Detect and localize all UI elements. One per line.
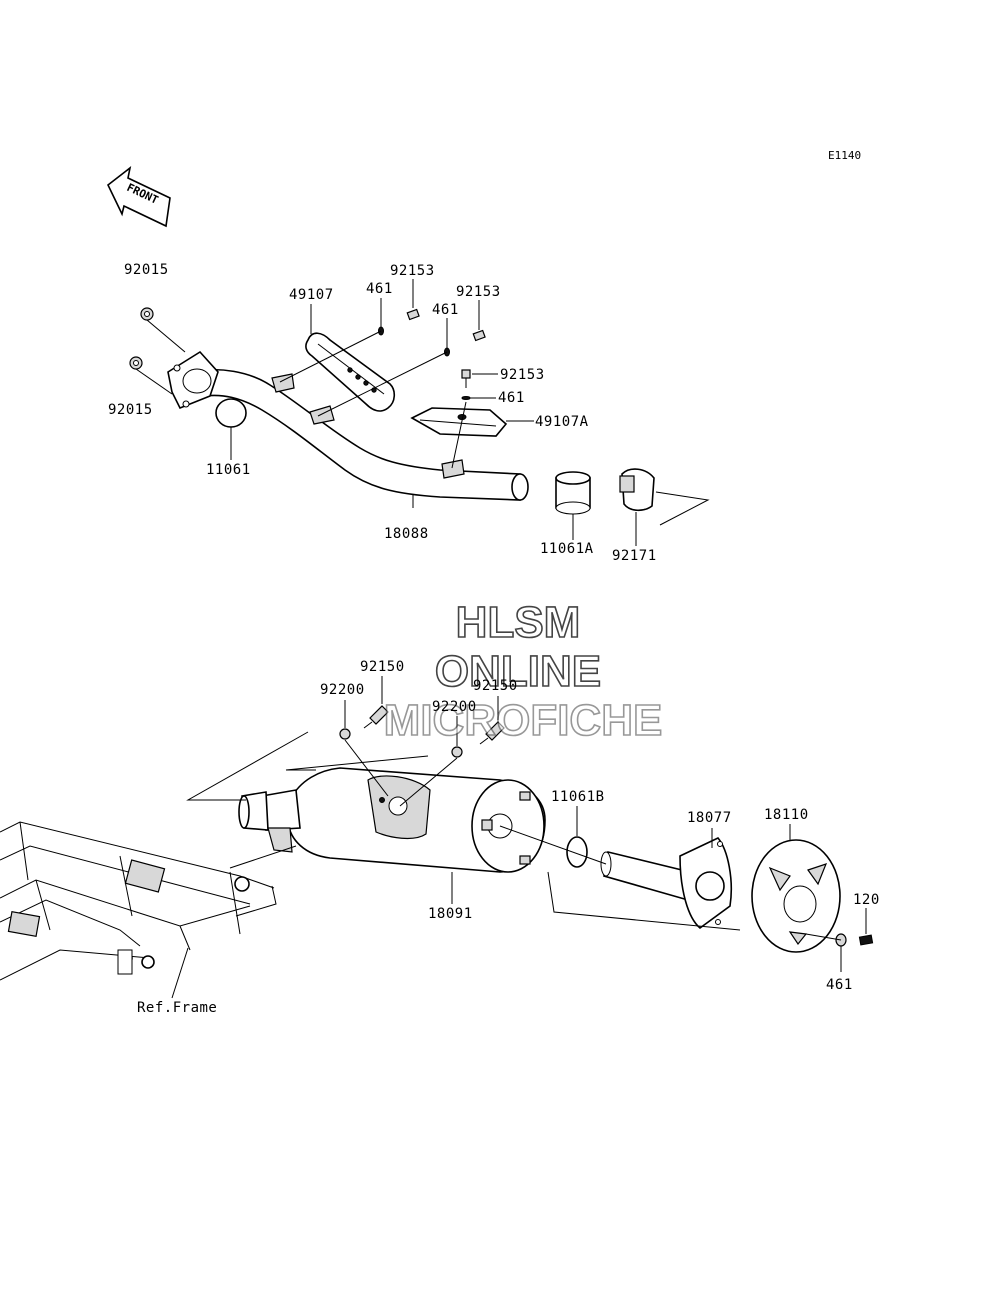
heat-guard-49107A: [410, 407, 508, 437]
label-461-a: 461: [366, 281, 393, 297]
gasket-sleeve-11061A: [555, 471, 591, 515]
end-cap-18110: [751, 839, 841, 953]
bolt-92153-c: [461, 369, 471, 388]
label-461-c: 461: [498, 390, 525, 406]
front-arrow-icon: FRONT: [106, 166, 171, 228]
label-11061B: 11061B: [551, 789, 605, 805]
gasket-11061: [215, 398, 247, 428]
diagram-code: E1140: [828, 149, 861, 162]
label-92200-a: 92200: [320, 682, 365, 698]
label-461-b: 461: [432, 302, 459, 318]
bolt-92150-a: [363, 705, 389, 729]
label-49107: 49107: [289, 287, 334, 303]
label-18088: 18088: [384, 526, 429, 542]
clamp-92171: [619, 468, 710, 526]
nut-92015-bottom: [129, 356, 143, 370]
label-461-d: 461: [826, 977, 853, 993]
label-92153-c: 92153: [500, 367, 545, 383]
label-92150-a: 92150: [360, 659, 405, 675]
label-92200-b: 92200: [432, 699, 477, 715]
watermark-line1: HLSM: [456, 598, 581, 647]
label-92150-b: 92150: [473, 678, 518, 694]
muffler-18091: [238, 767, 546, 873]
label-92015-top: 92015: [124, 262, 169, 278]
label-18077: 18077: [687, 810, 732, 826]
label-92171: 92171: [612, 548, 657, 564]
label-92015-bottom: 92015: [108, 402, 153, 418]
bolt-120: [858, 934, 874, 946]
washer-461-c: [461, 396, 471, 400]
label-92153-a: 92153: [390, 263, 435, 279]
heat-guard-49107: [305, 332, 396, 412]
label-120: 120: [853, 892, 880, 908]
label-11061A: 11061A: [540, 541, 594, 557]
ref-frame-label: Ref.Frame: [137, 1000, 217, 1016]
bolt-92153-b: [472, 329, 486, 342]
tail-pipe-18077: [600, 837, 733, 930]
label-18110: 18110: [764, 807, 809, 823]
leader-lines-bottom: [171, 676, 867, 999]
label-92153-b: 92153: [456, 284, 501, 300]
gasket-11061B: [566, 836, 588, 868]
part-labels: 92015 92015 11061 18088 49107 461 92153 …: [108, 262, 880, 1016]
washer-92200-a: [339, 728, 351, 740]
nut-92015-top: [140, 307, 154, 321]
bolt-92153-a: [406, 308, 420, 321]
leader-lines-top: [135, 279, 637, 546]
bolt-92150-b: [479, 721, 505, 745]
label-11061: 11061: [206, 462, 251, 478]
watermark: HLSM ONLINE MICROFICHE: [383, 597, 663, 746]
washer-92200-b: [451, 746, 463, 758]
watermark-line3: MICROFICHE: [384, 696, 663, 745]
label-49107A: 49107A: [535, 414, 589, 430]
watermark-line2: ONLINE: [435, 647, 601, 696]
label-18091: 18091: [428, 906, 473, 922]
frame-reference: [0, 821, 277, 981]
